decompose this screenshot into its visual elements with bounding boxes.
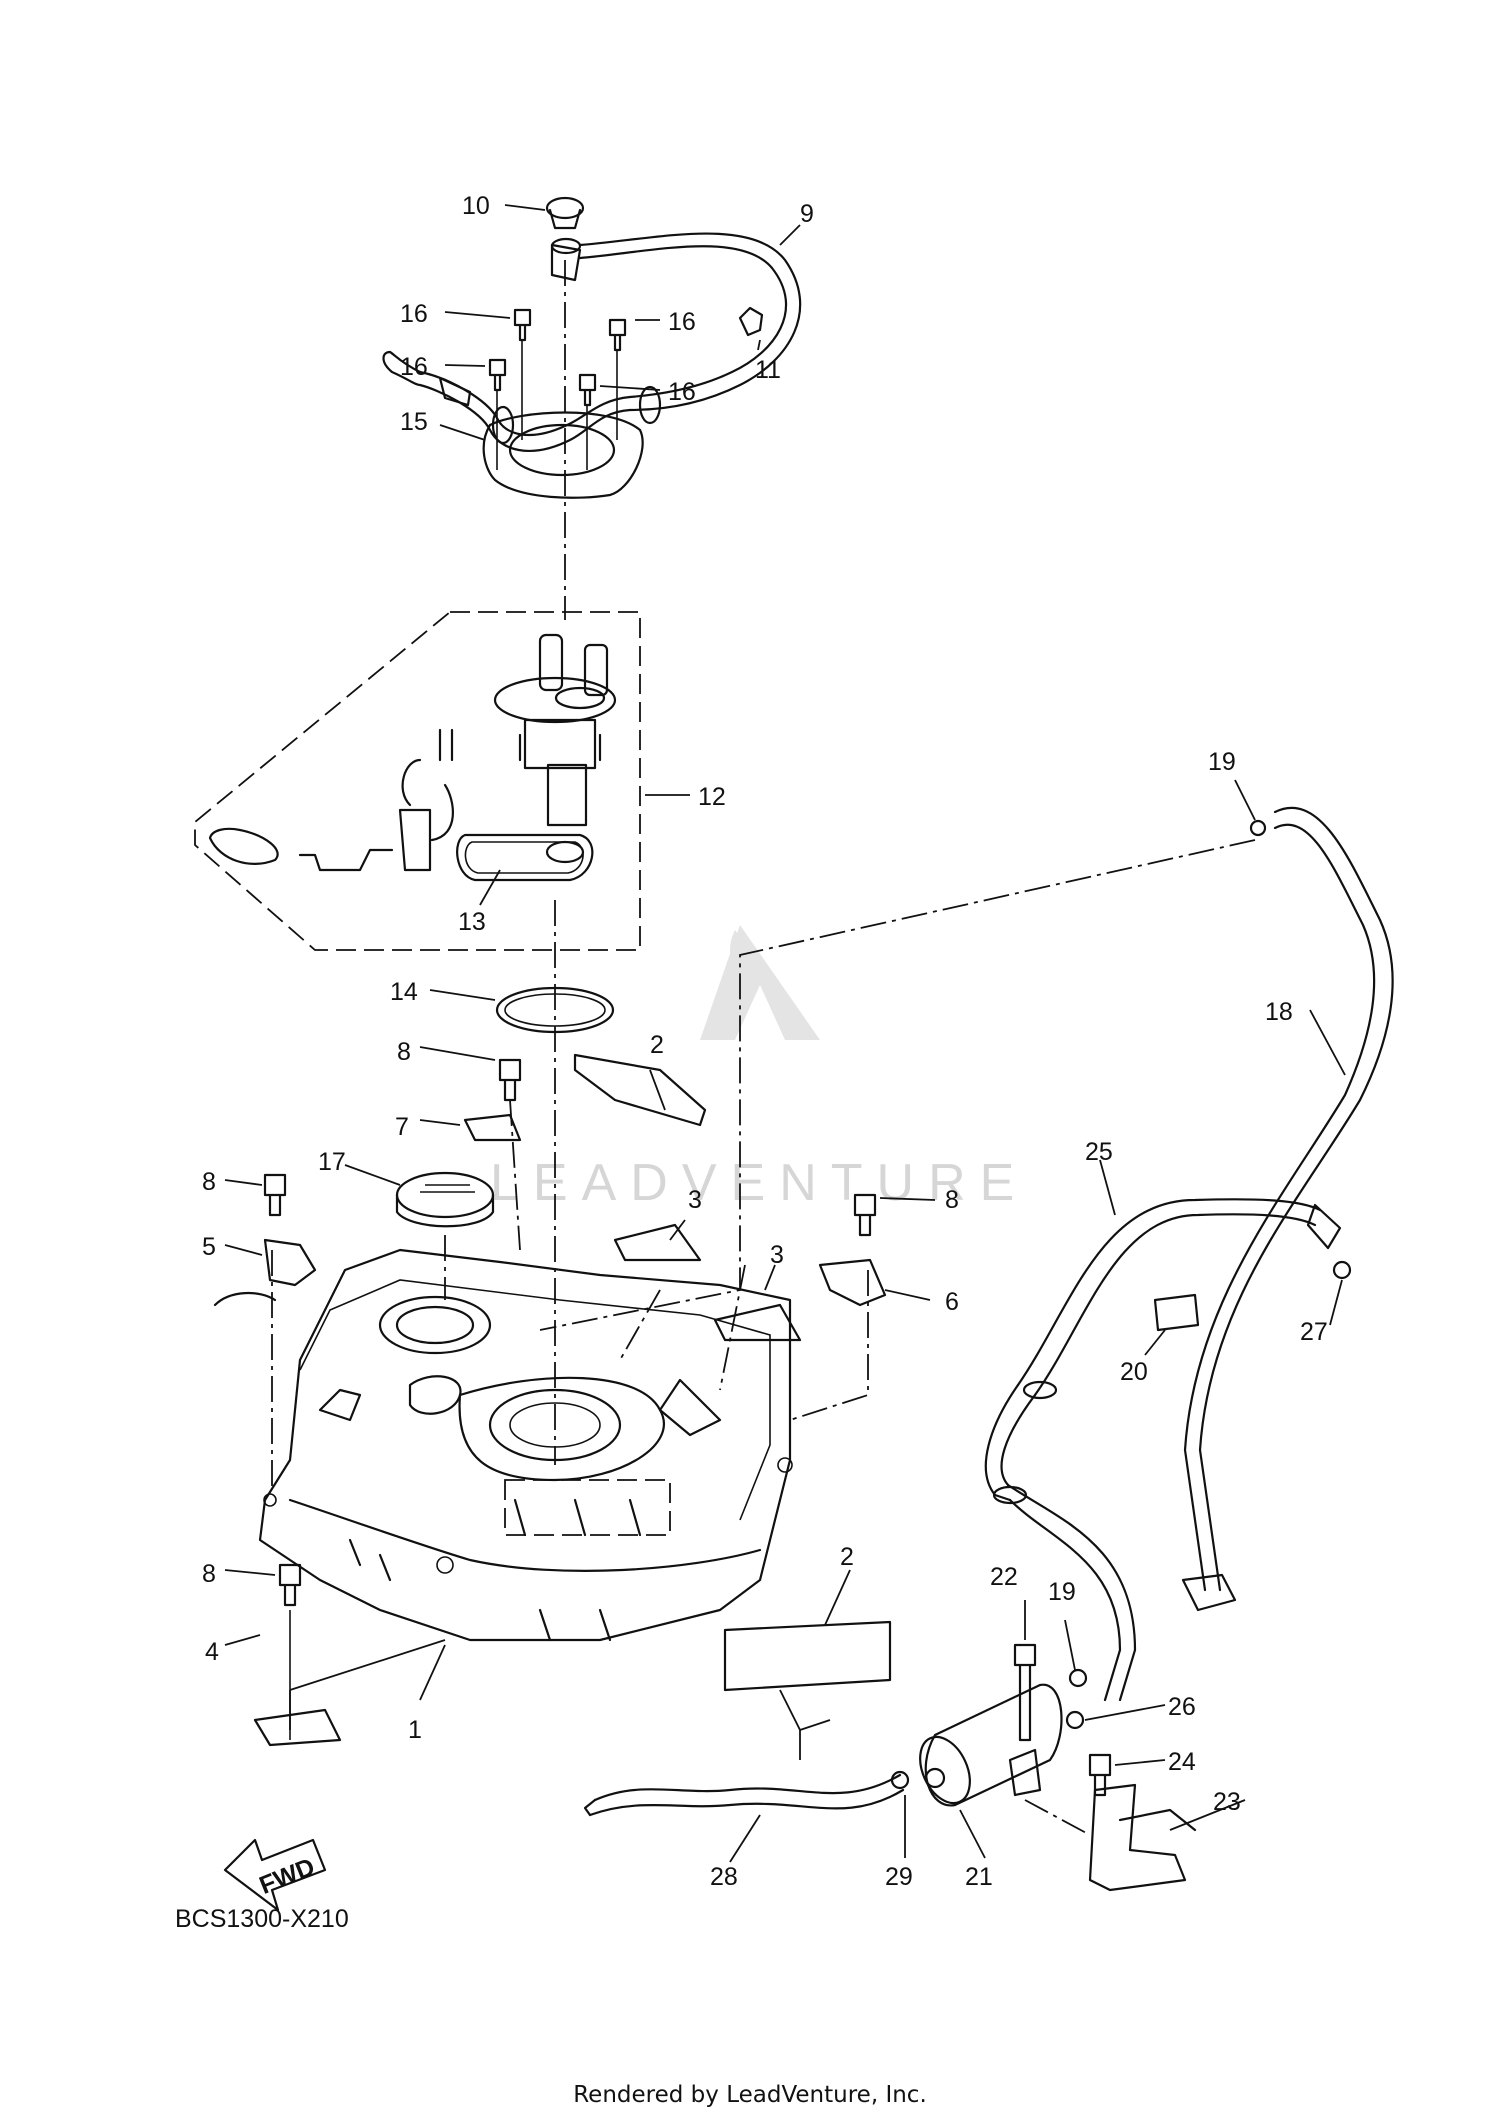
diagram-code: BCS1300-X210 bbox=[175, 1905, 349, 1933]
callout-3: 3 bbox=[688, 1186, 702, 1214]
fwd-arrow: FWD bbox=[223, 1838, 327, 1912]
callout-7: 7 bbox=[395, 1113, 409, 1141]
callout-11: 11 bbox=[755, 356, 781, 384]
callout-2: 2 bbox=[840, 1543, 854, 1571]
callout-8: 8 bbox=[202, 1168, 216, 1196]
canister-bracket bbox=[583, 1643, 1197, 1892]
callout-10: 10 bbox=[462, 192, 490, 220]
callout-28: 28 bbox=[710, 1863, 738, 1891]
callout-8: 8 bbox=[397, 1038, 411, 1066]
brackets-covers bbox=[213, 1053, 892, 1747]
callout-15: 15 bbox=[400, 408, 428, 436]
callout-4: 4 bbox=[205, 1638, 219, 1666]
callout-17: 17 bbox=[318, 1148, 346, 1176]
callout-27: 27 bbox=[1300, 1318, 1328, 1346]
callout-8: 8 bbox=[945, 1186, 959, 1214]
callout-5: 5 bbox=[202, 1233, 216, 1261]
callout-1: 1 bbox=[408, 1716, 422, 1744]
callout-20: 20 bbox=[1120, 1358, 1148, 1386]
fuel-pump-assembly bbox=[194, 611, 641, 951]
callout-12: 12 bbox=[698, 783, 726, 811]
callouts: 1 2 2 3 3 4 5 6 7 8 8 8 8 9 10 11 12 13 … bbox=[202, 192, 1328, 1891]
ring-gasket bbox=[495, 900, 615, 1465]
callout-19: 19 bbox=[1208, 748, 1236, 776]
callout-23: 23 bbox=[1213, 1788, 1241, 1816]
callout-25: 25 bbox=[1085, 1138, 1113, 1166]
callout-14: 14 bbox=[390, 978, 418, 1006]
callout-13: 13 bbox=[458, 908, 486, 936]
top-fittings bbox=[382, 196, 802, 620]
callout-2: 2 bbox=[650, 1031, 664, 1059]
callout-29: 29 bbox=[885, 1863, 913, 1891]
callout-19: 19 bbox=[1048, 1578, 1076, 1606]
callout-8: 8 bbox=[202, 1560, 216, 1588]
leader-lines bbox=[224, 204, 1346, 1863]
callout-16: 16 bbox=[400, 353, 428, 381]
callout-16: 16 bbox=[668, 378, 696, 406]
callout-24: 24 bbox=[1168, 1748, 1196, 1776]
callout-22: 22 bbox=[990, 1563, 1018, 1591]
callout-16: 16 bbox=[668, 308, 696, 336]
callout-16: 16 bbox=[400, 300, 428, 328]
footer-credit: Rendered by LeadVenture, Inc. bbox=[573, 2082, 927, 2108]
callout-6: 6 bbox=[945, 1288, 959, 1316]
fuel-tank bbox=[258, 1248, 793, 1642]
callout-18: 18 bbox=[1265, 998, 1293, 1026]
callout-3: 3 bbox=[770, 1241, 784, 1269]
callout-9: 9 bbox=[800, 200, 814, 228]
watermark: LEADVENTURE bbox=[490, 925, 1028, 1212]
fuel-cap bbox=[395, 1171, 495, 1300]
watermark-text: LEADVENTURE bbox=[490, 1154, 1028, 1212]
breather-hoses bbox=[539, 806, 1394, 1790]
callout-21: 21 bbox=[965, 1863, 993, 1891]
callout-26: 26 bbox=[1168, 1693, 1196, 1721]
